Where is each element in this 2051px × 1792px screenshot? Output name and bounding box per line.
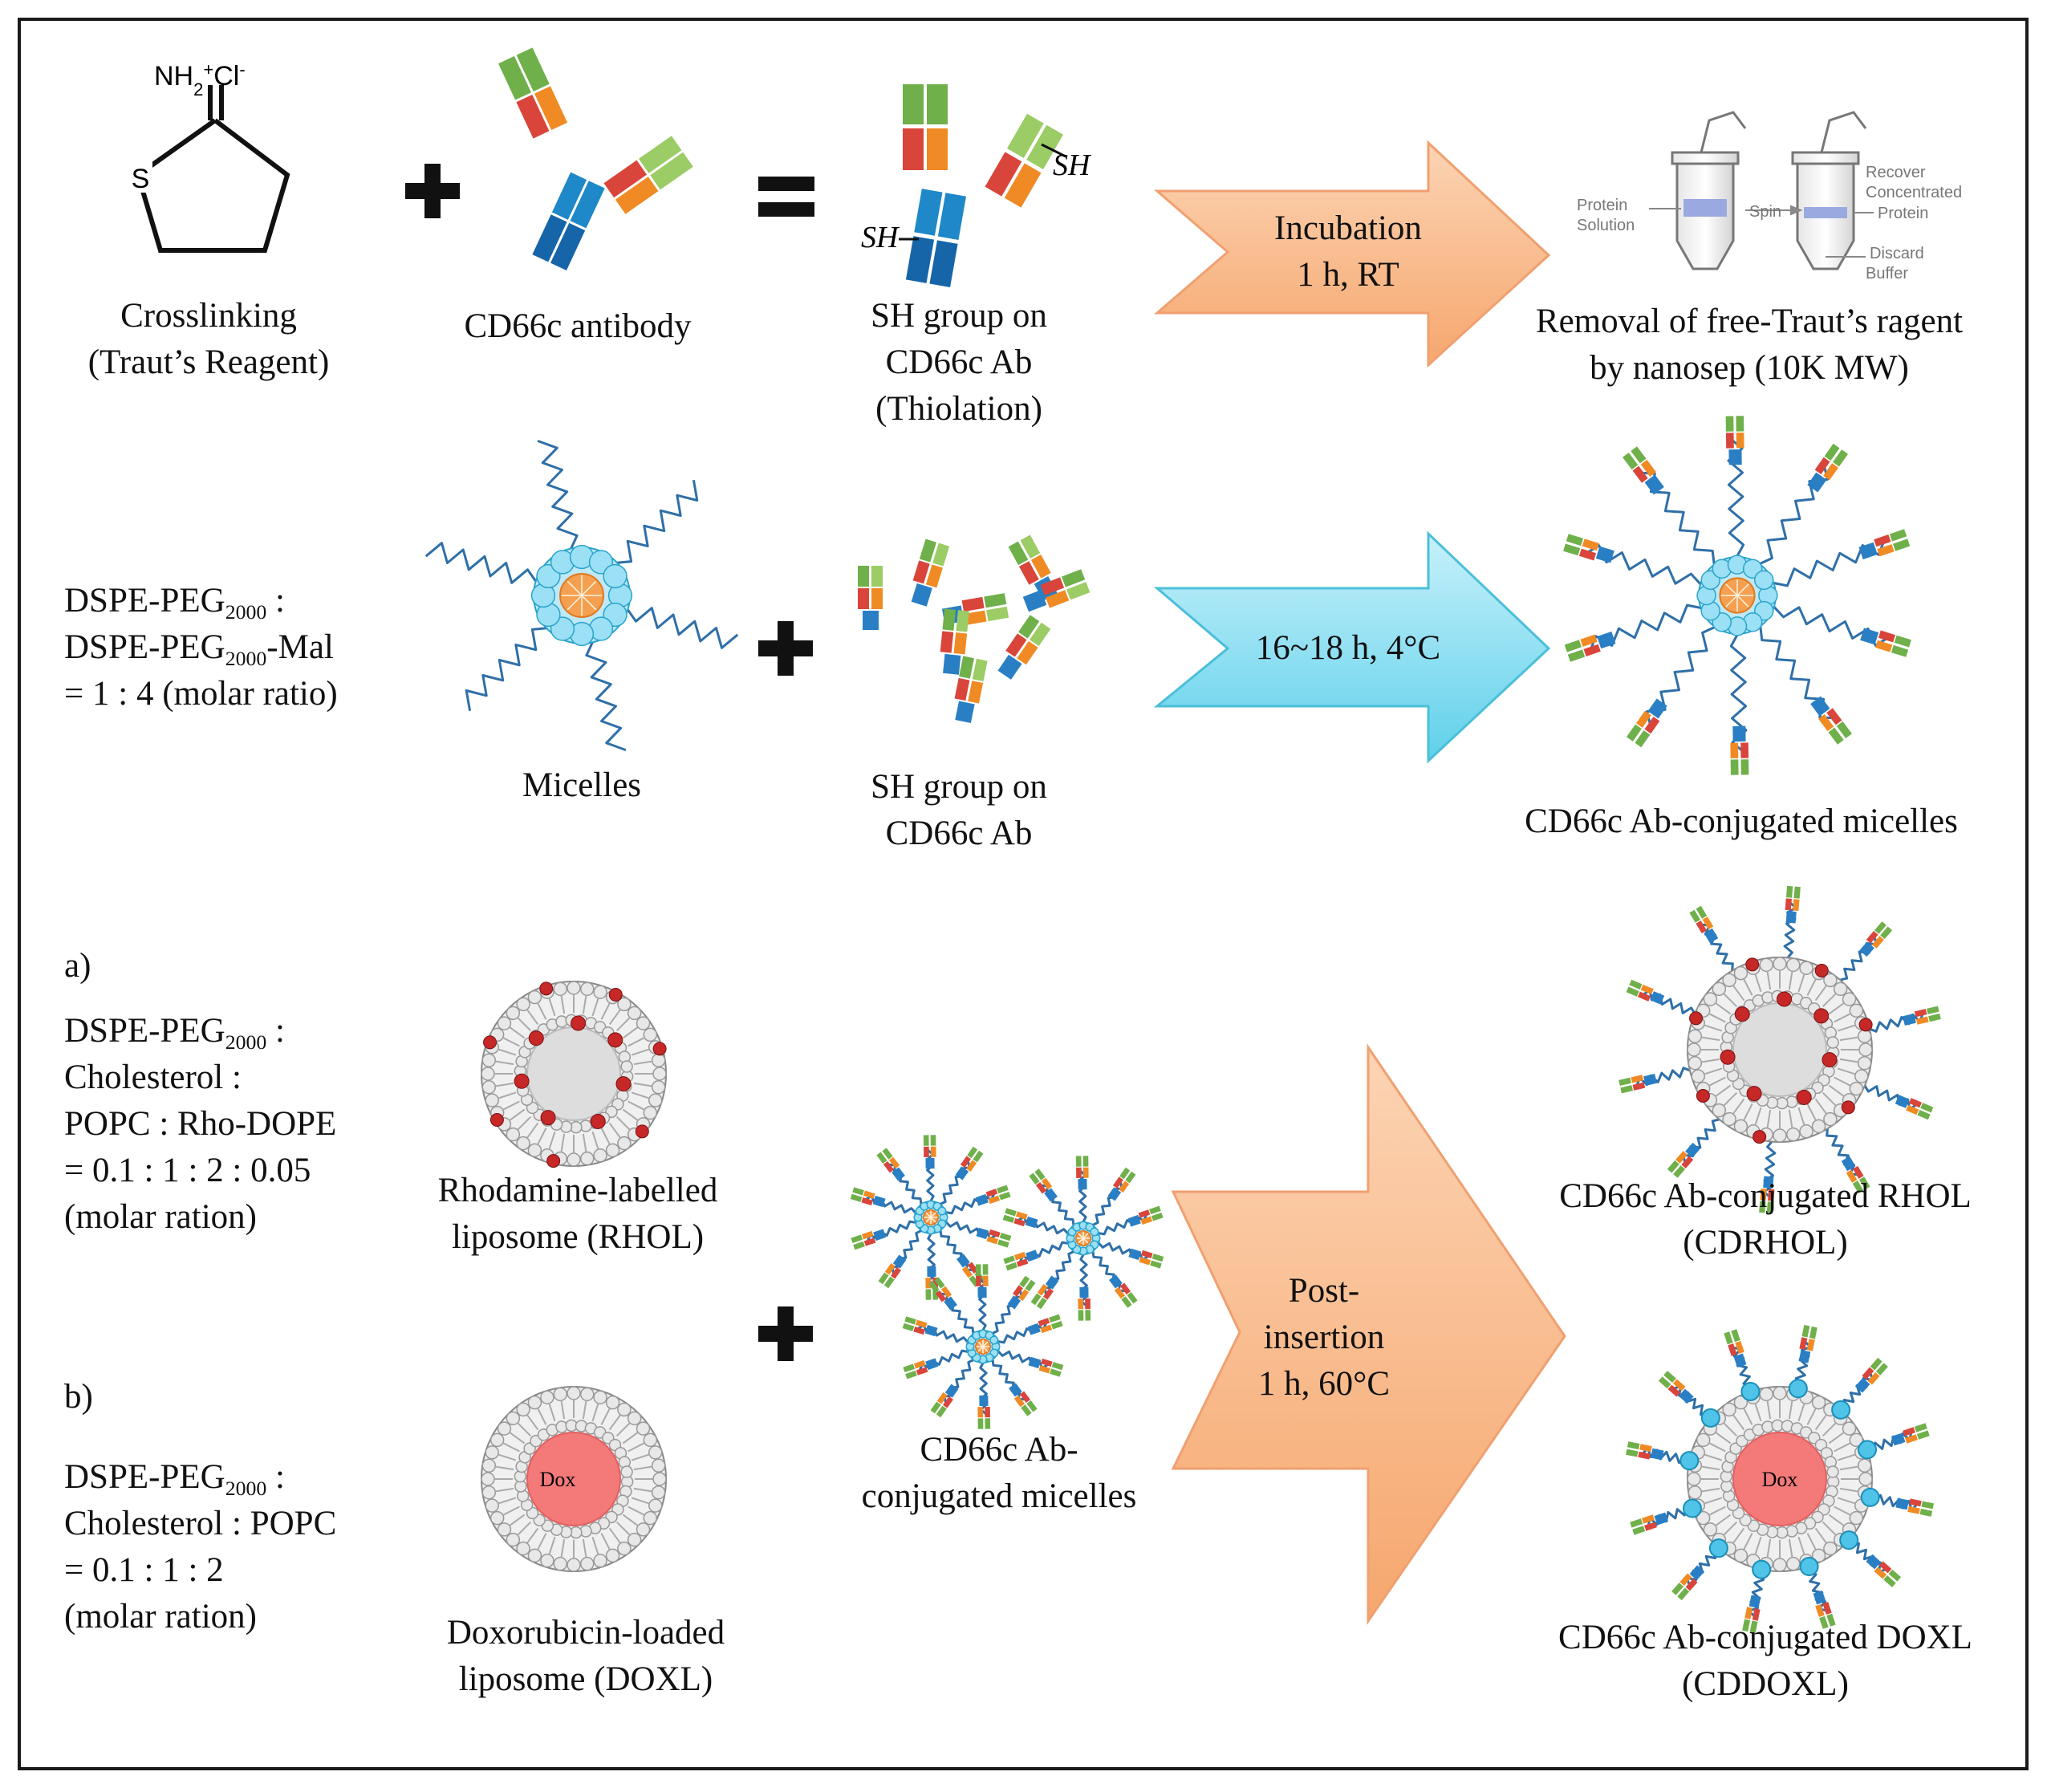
formulation-a-line1: DSPE-PEG2000 : <box>64 1012 285 1054</box>
trauts-reagent-structure <box>135 85 290 253</box>
micelle-icon <box>424 439 739 752</box>
rhol-caption-line1: Rhodamine-labelled <box>437 1172 718 1209</box>
sh-group-caption-line1: SH group on <box>871 768 1047 806</box>
doxl-caption-line1: Doxorubicin-loaded <box>446 1614 725 1652</box>
thiolated-caption-line1: SH group on <box>871 297 1047 335</box>
row2-ratio-line3: = 1 : 4 (molar ratio) <box>64 675 338 713</box>
formulation-a-line4: = 0.1 : 1 : 2 : 0.05 <box>64 1152 311 1189</box>
ammonium-chloride-label: NH2+Cl- <box>154 59 246 100</box>
conjugated-micelles-caption: CD66c Ab-conjugated micelles <box>1525 803 1958 840</box>
micelles-caption: Micelles <box>522 766 642 804</box>
thiolated-caption-line2: CD66c Ab <box>885 343 1033 381</box>
formulation-b-line1: DSPE-PEG2000 : <box>64 1458 285 1501</box>
spin-arrows <box>1649 205 1874 258</box>
doxorubicin-liposome-icon <box>481 1386 667 1572</box>
formulation-b-line2: Cholesterol : POPC <box>64 1505 337 1542</box>
formulation-b-line4: (molar ration) <box>64 1598 257 1636</box>
conjugation-arrow-shape <box>1153 530 1551 764</box>
rhol-caption-line2: liposome (RHOL) <box>451 1218 705 1256</box>
incubation-arrow-label-2: 1 h, RT <box>1297 256 1399 294</box>
rhodamine-liposome-icon <box>481 981 667 1168</box>
protein-solution-label-2: Solution <box>1577 217 1635 234</box>
thiolated-antibody-icon <box>899 84 1066 288</box>
dox-core-label-2: Dox <box>1762 1468 1798 1491</box>
protein-solution-label-1: Protein <box>1577 197 1627 214</box>
centrifuge-tube-icon-2 <box>1791 111 1867 270</box>
post-insertion-arrow-shape <box>1171 1043 1566 1625</box>
micelle-cluster-caption-line1: CD66c Ab- <box>920 1431 1078 1469</box>
sh-antibody-cluster-icon <box>858 534 1090 723</box>
ab-conjugated-micelle-icon <box>1563 416 1911 775</box>
cd66c-antibody-icon <box>498 47 693 270</box>
equals-icon <box>758 177 814 217</box>
formulation-a-line5: (molar ration) <box>64 1198 257 1236</box>
sh-group-caption-line2: CD66c Ab <box>885 815 1033 852</box>
post-insertion-label-1: Post- <box>1288 1272 1360 1310</box>
formulation-a-line2: Cholesterol : <box>64 1059 242 1096</box>
sulfur-atom-label: S <box>132 164 150 194</box>
plus-icon-2 <box>758 621 813 676</box>
row2-ratio-line1: DSPE-PEG2000 : <box>64 582 285 624</box>
plus-icon <box>405 164 460 218</box>
plus-icon-3 <box>758 1306 813 1361</box>
removal-caption-line2: by nanosep (10K MW) <box>1590 349 1909 387</box>
antibody-caption: CD66c antibody <box>464 307 692 345</box>
doxl-caption-line2: liposome (DOXL) <box>458 1660 713 1698</box>
formulation-b-label: b) <box>64 1378 93 1416</box>
cdrhol-liposome-icon <box>1618 885 1941 1214</box>
row2-ratio-line2: DSPE-PEG2000-Mal <box>64 628 334 671</box>
conjugation-arrow-label: 16~18 h, 4°C <box>1255 629 1441 667</box>
sh-label-a: SH <box>1053 148 1092 182</box>
incubation-arrow-label-1: Incubation <box>1274 209 1422 247</box>
cddoxl-caption-line2: (CDDOXL) <box>1682 1665 1849 1703</box>
cddoxl-caption-line1: CD66c Ab-conjugated DOXL <box>1558 1619 1972 1656</box>
discard-label-1: Discard <box>1870 245 1924 262</box>
cdrhol-caption-line2: (CDRHOL) <box>1683 1224 1848 1262</box>
recover-label-1: Recover <box>1866 164 1926 181</box>
post-insertion-label-2: insertion <box>1263 1319 1385 1356</box>
discard-label-2: Buffer <box>1866 265 1908 282</box>
recover-label-3: Protein <box>1878 205 1928 222</box>
formulation-a-label: a) <box>64 947 91 985</box>
recover-label-2: Concentrated <box>1866 184 1962 201</box>
dox-core-label: Dox <box>540 1468 576 1491</box>
formulation-b-line3: = 0.1 : 1 : 2 <box>64 1551 224 1589</box>
centrifuge-tube-icon <box>1671 111 1747 270</box>
cdrhol-caption-line1: CD66c Ab-conjugated RHOL <box>1559 1177 1972 1215</box>
sh-label-b: SH <box>861 221 900 254</box>
traut-caption-line2: (Traut’s Reagent) <box>87 343 330 381</box>
removal-caption-line1: Removal of free-Traut’s ragent <box>1535 303 1964 340</box>
traut-caption-line1: Crosslinking <box>120 297 297 335</box>
incubation-arrow-shape <box>1153 140 1551 368</box>
figure-frame <box>18 18 2029 1770</box>
thiolated-caption-line3: (Thiolation) <box>875 390 1042 428</box>
cddoxl-liposome-icon <box>1626 1325 1934 1633</box>
formulation-a-line3: POPC : Rho-DOPE <box>64 1105 337 1143</box>
micelle-cluster-icon <box>850 1135 1164 1429</box>
spin-label: Spin <box>1749 203 1781 221</box>
micelle-cluster-caption-line2: conjugated micelles <box>861 1477 1137 1515</box>
post-insertion-label-3: 1 h, 60°C <box>1257 1365 1391 1403</box>
